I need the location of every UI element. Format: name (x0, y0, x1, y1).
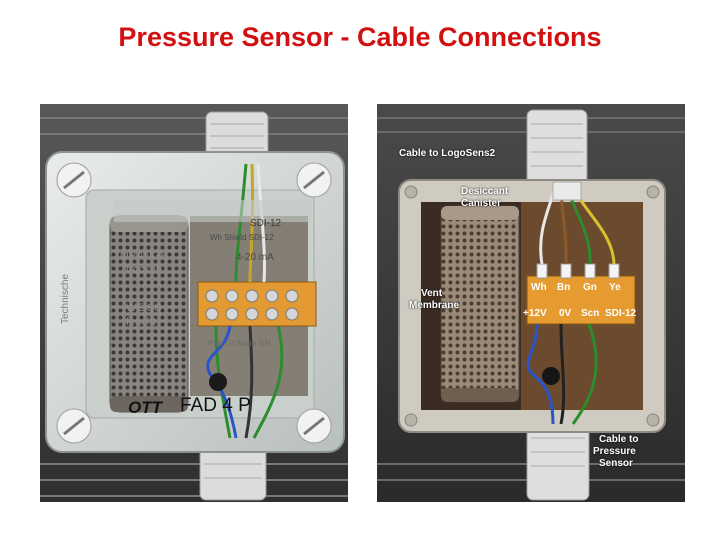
label-pressure: Pressure (593, 446, 636, 457)
label-membrane: Membrane (409, 300, 460, 311)
terminal-ye: Ye (609, 282, 621, 293)
label-desiccant: Desiccant (461, 186, 509, 197)
slide-title: Pressure Sensor - Cable Connections (118, 22, 602, 52)
housing-text-feucht: feucht (126, 316, 156, 328)
label-cable-to: Cable to (599, 434, 639, 445)
terminal-12v: +12V (523, 308, 547, 319)
left-photo-sensor-housing: SDI-12 Wh Shield SDI-12 4-20 mA ORANGE t… (40, 104, 348, 502)
label-vent: Vent (421, 288, 443, 299)
label-cable-to-logosens: Cable to LogoSens2 (399, 148, 496, 159)
housing-text-trocken: trocken (126, 264, 163, 276)
housing-text-sdi12: SDI-12 (250, 218, 282, 229)
terminal-scn: Scn (581, 308, 600, 319)
housing-model-text: FAD 4 P (180, 395, 251, 416)
label-canister: Canister (461, 198, 502, 209)
housing-text-bottom-row: Pink Gr None GH (208, 339, 271, 348)
terminal-wh: Wh (531, 282, 547, 293)
right-photo-image (377, 104, 685, 502)
housing-text-4-20ma: 4-20 mA (236, 252, 274, 263)
housing-text-side: Technische (60, 273, 71, 324)
right-photo-sensor-wiring: Cable to LogoSens2 Desiccant Canister Ve… (377, 104, 685, 502)
housing-text-orange: ORANGE (120, 250, 168, 262)
housing-text-shield-row: Wh Shield SDI-12 (210, 233, 274, 242)
terminal-gn: Gn (583, 282, 597, 293)
left-photo-image (40, 104, 348, 502)
terminal-sdi12: SDI-12 (605, 308, 637, 319)
terminal-0v: 0V (559, 308, 572, 319)
label-sensor: Sensor (599, 458, 633, 469)
housing-text-weiss: WEISS (126, 302, 162, 314)
ott-logo: OTT (128, 398, 162, 417)
terminal-bn: Bn (557, 282, 571, 293)
